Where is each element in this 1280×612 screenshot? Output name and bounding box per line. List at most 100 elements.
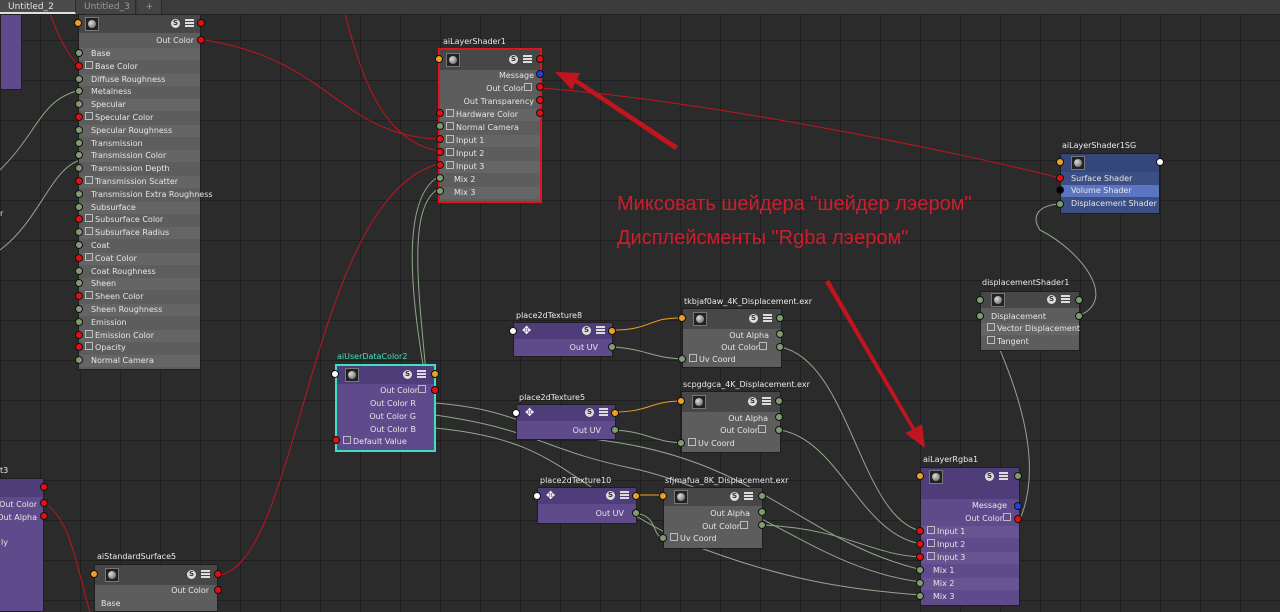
default-value-port[interactable] <box>332 436 340 444</box>
displacement-shader1-node[interactable]: S Displacement Vector Displacement Tange… <box>980 291 1080 351</box>
settings-icon[interactable]: S <box>1047 295 1056 304</box>
file-sfj-node[interactable]: S Out Alpha Out Color Uv Coord <box>663 487 763 549</box>
input-1-port[interactable] <box>916 527 924 535</box>
uv-coord-port[interactable] <box>659 534 667 542</box>
attr-input-port[interactable] <box>75 177 83 185</box>
out-color-port[interactable] <box>40 499 48 507</box>
attr-input-port[interactable] <box>75 266 83 275</box>
mix-3-port[interactable] <box>436 187 444 195</box>
place2d-texture10-node[interactable]: ✥ S Out UV <box>537 487 637 524</box>
output-port[interactable] <box>536 55 544 63</box>
expand-icon[interactable] <box>85 329 93 338</box>
place2d-texture8-node[interactable]: ✥ S Out UV <box>513 322 613 357</box>
settings-icon[interactable]: S <box>582 326 591 335</box>
input-1-port[interactable] <box>436 135 444 143</box>
attr-input-port[interactable] <box>75 49 83 57</box>
expand-icon[interactable] <box>85 252 93 261</box>
expand-icon[interactable] <box>85 112 93 120</box>
out-alpha-port[interactable] <box>40 512 48 520</box>
output-port[interactable] <box>431 370 439 378</box>
volume-shader-port[interactable] <box>1056 186 1064 194</box>
input-port[interactable] <box>533 492 541 500</box>
attribute-list-icon[interactable] <box>744 492 753 501</box>
expand-icon[interactable] <box>85 60 93 69</box>
partial-node-left-top[interactable] <box>0 14 22 90</box>
attribute-list-icon[interactable] <box>599 408 608 417</box>
out-uv-port[interactable] <box>632 509 640 517</box>
input-2-port[interactable] <box>916 540 924 548</box>
out-color-port[interactable] <box>1014 515 1022 523</box>
place2d-texture5-node[interactable]: ✥ S Out UV <box>516 404 616 440</box>
attr-input-port[interactable] <box>75 305 83 313</box>
input-port[interactable] <box>976 296 984 304</box>
mix-3-port[interactable] <box>916 592 924 600</box>
input-3-port[interactable] <box>436 161 444 169</box>
attr-input-port[interactable] <box>75 202 83 211</box>
input-port[interactable] <box>1056 158 1064 166</box>
tab-untitled-3[interactable]: Untitled_3 <box>76 0 136 14</box>
attribute-list-icon[interactable] <box>763 314 772 323</box>
settings-icon[interactable]: S <box>748 397 757 406</box>
out-uv-port[interactable] <box>611 426 619 434</box>
expand-icon[interactable] <box>85 291 93 300</box>
input-port[interactable] <box>90 570 98 578</box>
expand-icon[interactable] <box>85 176 93 184</box>
ai-user-data-color2-node[interactable]: S Out Color Out Color R Out Color G Out … <box>335 364 436 452</box>
attr-input-port[interactable] <box>75 100 83 109</box>
attr-input-port[interactable] <box>75 279 83 288</box>
output-port[interactable] <box>775 397 783 405</box>
out-uv-port[interactable] <box>608 343 616 351</box>
input-port[interactable] <box>331 370 339 378</box>
attribute-list-icon[interactable] <box>999 472 1008 481</box>
out-color-port[interactable] <box>197 36 205 44</box>
message-port[interactable] <box>536 70 544 78</box>
out-color-port[interactable] <box>536 83 544 91</box>
displacement-port[interactable] <box>976 312 984 320</box>
input-port[interactable] <box>509 327 517 335</box>
surface-shader-port[interactable] <box>1056 174 1064 182</box>
input-port[interactable] <box>435 55 443 63</box>
out-color-port[interactable] <box>775 426 783 434</box>
out-alpha-port[interactable] <box>775 413 783 421</box>
mix-2-port[interactable] <box>916 579 924 587</box>
file-tkb-node[interactable]: S Out Alpha Out Color Uv Coord <box>682 308 782 368</box>
ai-layer-shader1-node[interactable]: S Message Out Color Out Transparency Har… <box>438 48 542 203</box>
attr-input-port[interactable] <box>75 228 83 237</box>
settings-icon[interactable]: S <box>985 472 994 481</box>
settings-icon[interactable]: S <box>606 491 615 500</box>
settings-icon[interactable]: S <box>749 314 758 323</box>
attribute-list-icon[interactable] <box>596 326 605 335</box>
out-alpha-port[interactable] <box>758 508 766 516</box>
output-port[interactable] <box>214 570 222 578</box>
attr-input-port[interactable] <box>75 317 83 326</box>
input-3-port[interactable] <box>916 553 924 561</box>
expand-icon[interactable] <box>85 214 93 223</box>
ai-standard-surface5-node[interactable]: S Out Color Base <box>94 564 218 612</box>
input-port[interactable] <box>916 472 924 480</box>
mix-1-port[interactable] <box>916 566 924 574</box>
attr-input-port[interactable] <box>75 74 83 83</box>
output-port[interactable] <box>197 19 205 27</box>
input-port[interactable] <box>659 492 667 500</box>
settings-icon[interactable]: S <box>403 370 412 379</box>
attr-input-port[interactable] <box>75 164 83 173</box>
output-port[interactable] <box>632 492 640 500</box>
normal-camera-port[interactable] <box>436 122 444 130</box>
attr-input-port[interactable] <box>75 241 83 249</box>
uv-coord-port[interactable] <box>678 355 686 363</box>
attribute-list-icon[interactable] <box>620 491 629 500</box>
out-color-port[interactable] <box>758 521 766 529</box>
attribute-list-icon[interactable] <box>417 370 426 379</box>
input-port[interactable] <box>678 314 686 322</box>
new-tab-button[interactable]: + <box>138 0 162 14</box>
attribute-list-icon[interactable] <box>185 19 194 28</box>
output-port[interactable] <box>1075 296 1083 304</box>
settings-icon[interactable]: S <box>585 408 594 417</box>
out-alpha-port[interactable] <box>776 330 784 338</box>
attr-input-port[interactable] <box>75 151 83 160</box>
output-port[interactable] <box>611 409 619 417</box>
file-scp-node[interactable]: S Out Alpha Out Color Uv Coord <box>681 391 781 453</box>
output-port[interactable] <box>758 492 766 500</box>
settings-icon[interactable]: S <box>509 55 518 64</box>
